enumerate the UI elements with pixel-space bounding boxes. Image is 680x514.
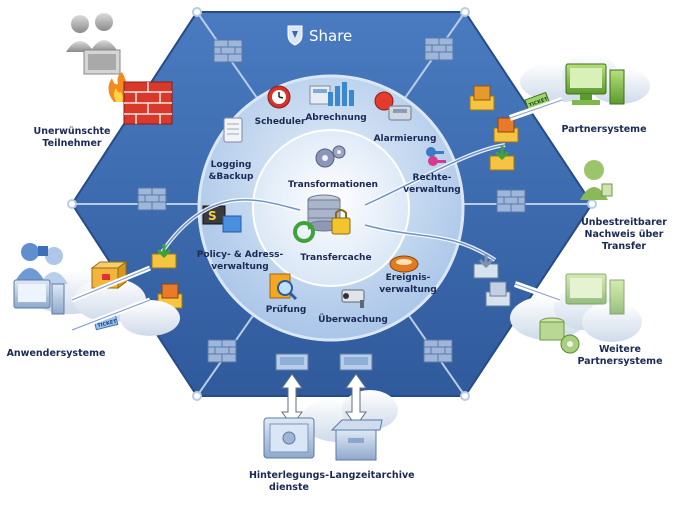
archive-box-icon: [330, 419, 383, 461]
user-computer-icon: [13, 279, 65, 315]
partner-computer-icon: [565, 273, 625, 315]
safe-icon: [263, 417, 315, 459]
gears-icon: [315, 145, 346, 168]
check-magnifier-icon: [269, 273, 298, 301]
database-lock-icon: [307, 194, 351, 235]
label-escrow-1: Hinterlegungs-: [249, 470, 329, 481]
flow-arrow-icon: [71, 265, 151, 333]
fire-icon: [108, 72, 128, 102]
label-policy-2: verwaltung: [211, 262, 268, 272]
firewall-icon: [213, 39, 243, 63]
accounting-icon: [309, 82, 354, 106]
unwanted-participants-figures: [66, 13, 121, 75]
monitoring-camera-icon: [341, 289, 365, 308]
scheduler-icon: [267, 85, 291, 109]
user-figures-icon: [16, 243, 68, 284]
label-partner: Partnersysteme: [561, 124, 646, 135]
double-arrow-icon: [513, 281, 562, 303]
label-policy-1: Policy- & Adress-: [197, 250, 284, 260]
firewall-icon: [424, 37, 454, 61]
share-logo-icon: [287, 25, 303, 46]
label-scheduler: Scheduler: [255, 117, 306, 127]
label-unwanted-2: Teilnehmer: [42, 138, 101, 149]
rights-keys-icon: [426, 147, 446, 166]
firewall-icon: [423, 339, 453, 363]
inbox-tray-icon: [485, 281, 511, 307]
double-arrow-icon: [509, 97, 563, 121]
label-events-2: verwaltung: [379, 285, 436, 295]
label-events-1: Ereignis-: [386, 273, 431, 283]
person-icon: [580, 160, 613, 200]
label-proof-3: Transfer: [602, 241, 647, 252]
firewall-icon: [496, 189, 526, 213]
inbox-tray-icon: [275, 353, 309, 371]
firewall-brick-icon: [123, 81, 173, 125]
label-escrow-2: dienste: [269, 482, 309, 493]
inbox-tray-icon: [489, 146, 515, 171]
label-unwanted-1: Unerwünschte: [34, 126, 111, 137]
label-transfer-cache: Transfercache: [300, 253, 371, 263]
label-logging-1: Logging: [211, 160, 252, 170]
inbox-tray-icon: [339, 353, 373, 371]
share-title: Share: [309, 27, 352, 45]
label-rights-2: verwaltung: [403, 185, 460, 195]
partner-computer-icon: [565, 63, 625, 105]
label-further-partner-2: Partnersysteme: [577, 356, 662, 367]
refresh-icon: [293, 221, 315, 243]
inbox-tray-icon: [493, 117, 519, 143]
label-transformations: Transformationen: [288, 180, 378, 190]
inbox-tray-icon: [469, 85, 495, 111]
logging-backup-icon: [223, 117, 243, 143]
label-proof-1: Unbestreitbarer: [581, 217, 667, 228]
firewall-icon: [207, 339, 237, 363]
database-gear-icon: [539, 317, 580, 354]
label-alarm: Alarmierung: [374, 134, 437, 144]
events-icon: [389, 255, 419, 273]
ticket-label: TICKET: [97, 319, 118, 330]
label-monitoring: Überwachung: [318, 314, 388, 325]
label-accounting: Abrechnung: [305, 113, 366, 123]
firewall-icons: [137, 37, 526, 363]
label-user-systems: Anwendersysteme: [7, 348, 106, 359]
label-proof-2: Nachweis über: [585, 229, 664, 240]
svg-text:S: S: [208, 209, 217, 223]
alarm-icon: [374, 91, 412, 121]
inbox-tray-icon: [151, 244, 177, 269]
label-check: Prüfung: [266, 305, 307, 315]
firewall-icon: [137, 187, 167, 211]
label-logging-2: &Backup: [209, 172, 255, 182]
label-archive: Langzeitarchive: [329, 470, 414, 481]
label-rights-1: Rechte-: [413, 173, 452, 183]
transfer-flow-arrows: [159, 144, 506, 261]
double-arrow-icon: [281, 373, 367, 427]
inbox-tray-icon: [473, 254, 499, 279]
label-further-partner-1: Weitere: [599, 344, 641, 355]
